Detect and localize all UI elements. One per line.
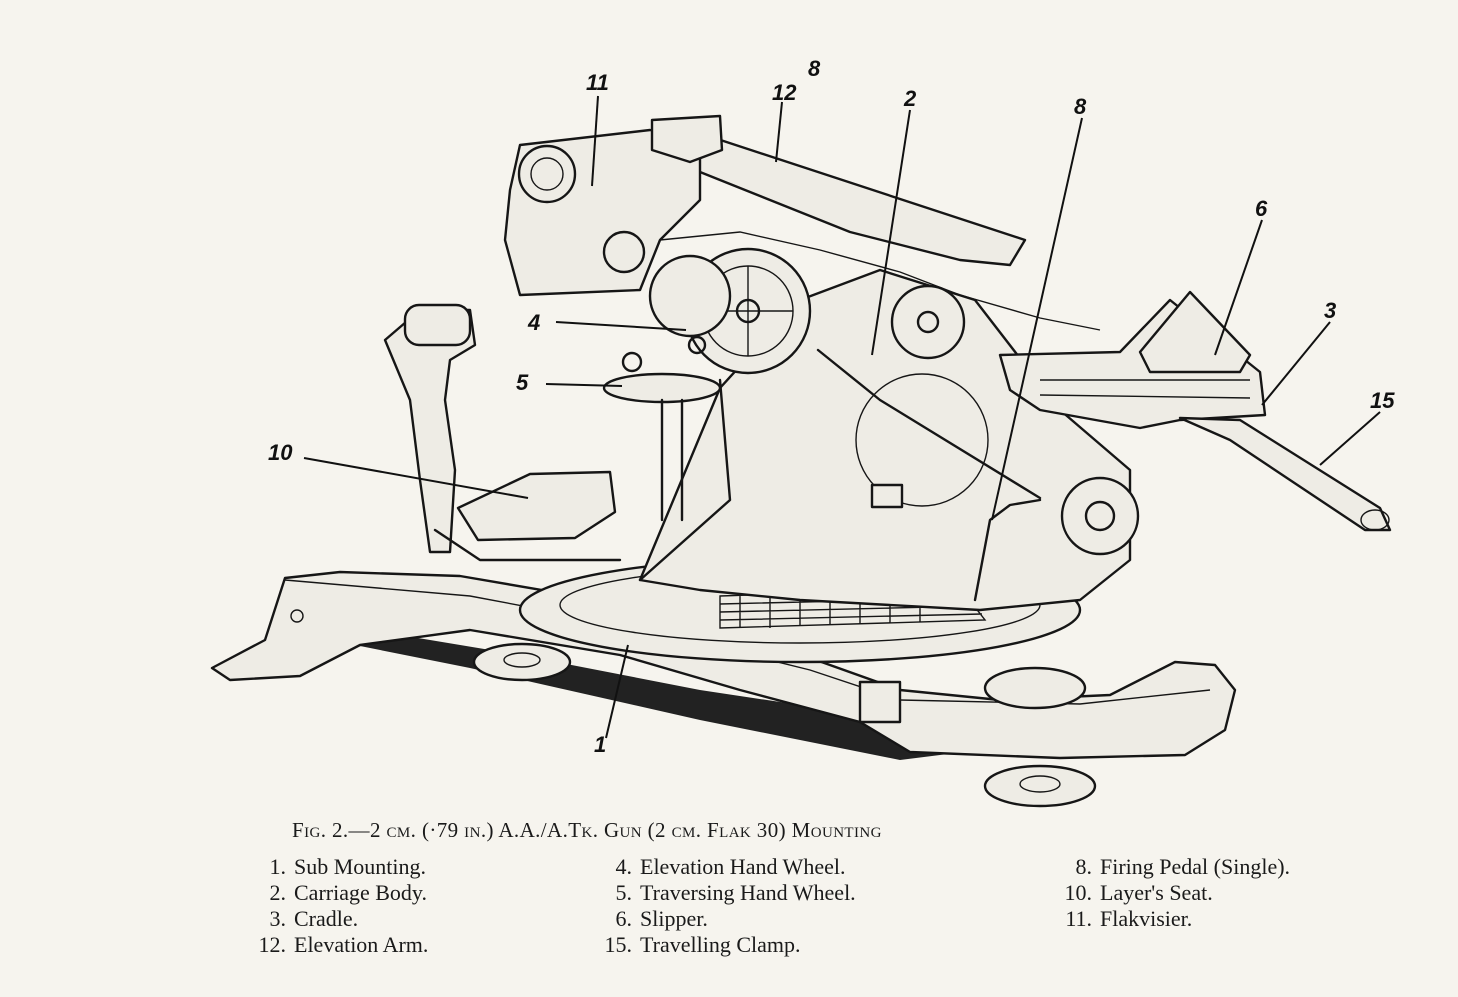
legend-item: 5.Traversing Hand Wheel. [615,880,856,905]
front-wheel [472,642,572,682]
flakvisier-sight [650,114,724,164]
legend-item: 10.Layer's Seat. [1064,880,1213,905]
trunnion-hub [916,310,940,334]
magazine-drum [517,144,577,204]
legend-item: 15.Travelling Clamp. [604,932,801,957]
legend-item: 12.Elevation Arm. [258,932,429,957]
callout-15: 15 [1370,388,1395,413]
callout-8-upper: 8 [808,56,821,81]
callout-3: 3 [1324,298,1336,323]
slipper [1138,290,1252,374]
clamp-eye [1360,509,1390,531]
elevation-hand-wheel-handle [687,335,707,355]
carriage-brace [638,378,732,582]
legend-item: 8.Firing Pedal (Single). [1075,854,1291,879]
callout-11: 11 [586,70,609,95]
carriage-body-cover [855,373,989,507]
callout-5: 5 [516,370,529,395]
legend-column-2: 4.Elevation Hand Wheel. 5.Traversing Han… [590,854,856,958]
elevation-arm [688,128,1027,267]
trunnion-disc [890,284,966,360]
traverse-gear-hub [1084,500,1116,532]
leader-lines [303,95,1381,739]
legend-item: 6.Slipper. [615,906,708,931]
traversing-hand-wheel-knob [621,351,643,373]
legend-column-3: 8.Firing Pedal (Single). 10.Layer's Seat… [1050,854,1291,932]
rear-wheel [983,764,1097,808]
callout-1: 1 [594,732,606,757]
layers-seat-pad [456,470,617,542]
sub-mounting-plate [858,680,902,724]
callout-2: 2 [903,86,917,111]
sub-mounting-bolt [290,609,304,623]
legend-item: 11.Flakvisier. [1065,906,1193,931]
traverse-gear-housing [1060,476,1140,556]
firing-pedal [973,498,1042,602]
firing-pedal-rod [816,348,1042,500]
sub-mounting-edge [284,579,1211,705]
callout-12: 12 [772,80,797,105]
carriage-body-hatch [870,483,904,509]
layers-seat-cushion-top [403,303,472,347]
gun-mounting-illustration: 11 12 8 2 8 6 3 15 4 5 10 1 [210,56,1395,808]
figure-caption: Fig. 2.—2 cm. (·79 in.) A.A./A.Tk. Gun (… [292,818,882,842]
legend-column-1: 1.Sub Mounting. 2.Carriage Body. 3.Cradl… [244,854,429,958]
cradle-rib [1039,379,1251,399]
front-wheel-hub [503,652,541,668]
legend-item: 2.Carriage Body. [269,880,427,905]
rear-wheel-hub [1019,775,1061,793]
layers-seat-arm [433,528,622,562]
sub-mounting [210,570,1237,760]
callout-4: 4 [527,310,540,335]
legend-item: 3.Cradle. [269,906,359,931]
legend-item: 1.Sub Mounting. [269,854,427,879]
traversing-hand-wheel [602,372,722,404]
breech-gear [602,230,646,274]
callout-10: 10 [268,440,293,465]
elevation-arm-teeth [659,231,1101,331]
callout-8: 8 [1074,94,1087,119]
travelling-clamp [1178,416,1392,532]
traversing-wheel-post [660,398,684,522]
elevation-gearbox [648,254,732,338]
legend-item: 4.Elevation Hand Wheel. [615,854,846,879]
magazine-drum-inner [530,157,564,191]
side-wheel [983,666,1087,710]
callout-6: 6 [1255,196,1268,221]
